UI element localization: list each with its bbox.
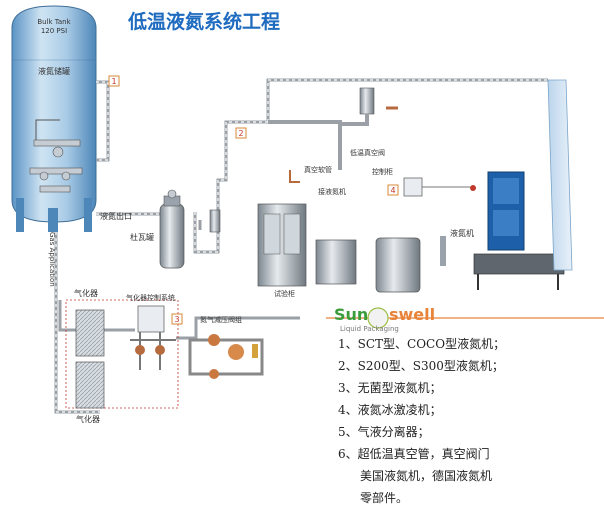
- legend-item-5: 5、气液分离器；: [338, 425, 430, 439]
- vaporizer-loop: [65, 299, 179, 409]
- badge-1: 1: [108, 75, 120, 87]
- legend-item-6-cont-1: 美国液氮机，德国液氮机: [360, 469, 493, 483]
- freezer-units: [315, 237, 421, 293]
- legend-item-6-cont-2: 零部件。: [360, 491, 409, 505]
- tank-name: 液氮储罐: [38, 66, 70, 76]
- ln2-connector-label: 接液氮机: [318, 187, 346, 196]
- low-temp-vacuum-valve-label: 低温真空阀: [350, 148, 385, 157]
- test-cabinet: 试验柜: [257, 203, 307, 298]
- diagram-title: 低温液氮系统工程: [127, 10, 280, 33]
- vaporizer-top: 气化器: [74, 288, 105, 357]
- vacuum-hose-label: 真空软管: [304, 165, 332, 174]
- low-temp-vacuum-valve: 低温真空阀 真空软管 接液氮机: [268, 87, 398, 196]
- vaporizer-bottom: 气化器: [75, 361, 105, 424]
- dewar-tank: 杜瓦罐: [130, 189, 185, 269]
- svg-text:1: 1: [111, 77, 116, 86]
- brand-name-a: Sun: [334, 305, 368, 324]
- ln2-machine-label: 液氮机: [450, 228, 474, 238]
- vaporizer-control-label: 气化器控制系统: [126, 293, 175, 302]
- control-cabinet: 控制柜: [372, 167, 476, 197]
- vaporizer-control-system: 气化器控制系统: [126, 293, 176, 370]
- gas-application-label: Gas Application: [48, 232, 56, 287]
- brand-name-b: swell: [389, 305, 435, 324]
- dewar-label: 杜瓦罐: [130, 232, 154, 242]
- vaporizer-bottom-label: 气化器: [76, 414, 100, 424]
- legend-item-2: 2、S200型、S300型液氮机；: [338, 359, 504, 373]
- brand-banner: Sun swell Liquid Packaging: [326, 302, 604, 334]
- legend-item-1: 1、SCT型、COCO型液氮机；: [338, 337, 506, 351]
- svg-text:3: 3: [174, 315, 179, 324]
- tank-header-line2: 120 PSI: [41, 27, 67, 35]
- vaporizer-top-label: 气化器: [74, 288, 98, 298]
- svg-text:4: 4: [390, 186, 395, 195]
- n2-valve-group: 氮气减压阀组: [188, 315, 264, 379]
- n2-valve-group-label: 氮气减压阀组: [200, 315, 242, 324]
- brand-tagline: Liquid Packaging: [340, 325, 399, 333]
- bulk-tank: Bulk Tank 120 PSI 液氮储罐: [11, 5, 97, 232]
- test-cabinet-label: 试验柜: [274, 289, 295, 298]
- inline-filter: [209, 209, 221, 233]
- legend-item-3: 3、无菌型液氮机；: [338, 381, 442, 395]
- legend-item-6: 6、超低温真空管，真空阀门: [338, 447, 490, 461]
- control-cabinet-label: 控制柜: [372, 167, 393, 176]
- legend-list: 1、SCT型、COCO型液氮机； 2、S200型、S300型液氮机； 3、无菌型…: [338, 333, 600, 509]
- badge-2: 2: [235, 127, 247, 139]
- badge-3: 3: [171, 313, 183, 325]
- svg-text:2: 2: [238, 129, 243, 138]
- tank-header-line1: Bulk Tank: [37, 18, 71, 26]
- legend-item-4: 4、液氮冰激凌机；: [338, 403, 442, 417]
- room-wall: [487, 79, 573, 271]
- ln2-machine: 液氮机: [440, 228, 565, 290]
- badge-4: 4: [387, 184, 399, 196]
- ln2-outlet-label: 液氮出口: [100, 211, 132, 221]
